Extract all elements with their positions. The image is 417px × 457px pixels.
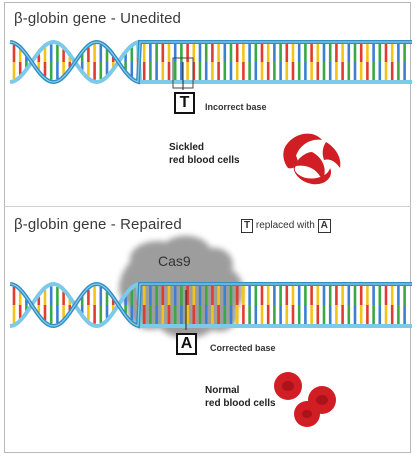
unedited-highlight [172, 57, 194, 89]
cas9-label: Cas9 [158, 253, 191, 269]
sickle-cell [322, 142, 341, 168]
dna-backbone [9, 39, 412, 85]
unedited-dna-strand [9, 39, 412, 85]
dna-backbone-shine [9, 41, 412, 83]
dna-backbone-shine [9, 283, 412, 327]
sickled-label-line1: Sickled [169, 142, 205, 153]
unedited-base-box: T [174, 92, 195, 114]
sickled-label-line2: red blood cells [169, 155, 240, 166]
panel-divider [4, 206, 411, 207]
normal-cell [274, 372, 302, 400]
repaired-title: β-globin gene - Repaired [14, 216, 182, 233]
normal-cell [294, 401, 320, 427]
normal-cells-group [274, 372, 336, 427]
repaired-dna-strand [9, 281, 412, 329]
legend-text: replaced with [255, 220, 315, 231]
corrected-base-label: Corrected base [210, 343, 276, 353]
sickle-cell [283, 133, 322, 169]
sickle-cells-group [283, 133, 341, 185]
incorrect-base-label: Incorrect base [205, 102, 267, 112]
figure-frame [4, 2, 411, 453]
normal-label-line2: red blood cells [205, 398, 276, 409]
replacement-legend: T replaced with A [241, 219, 331, 233]
sickle-cell [293, 152, 332, 185]
legend-to-base: A [317, 219, 331, 233]
unedited-title: β-globin gene - Unedited [14, 10, 181, 27]
legend-from-base: T [241, 219, 254, 233]
repaired-base-box: A [176, 333, 197, 355]
dna-backbone [9, 281, 412, 329]
normal-label-line1: Normal [205, 385, 240, 396]
sickled-cells-label: Sickled red blood cells [169, 141, 240, 167]
normal-cells-label: Normal red blood cells [205, 384, 276, 410]
